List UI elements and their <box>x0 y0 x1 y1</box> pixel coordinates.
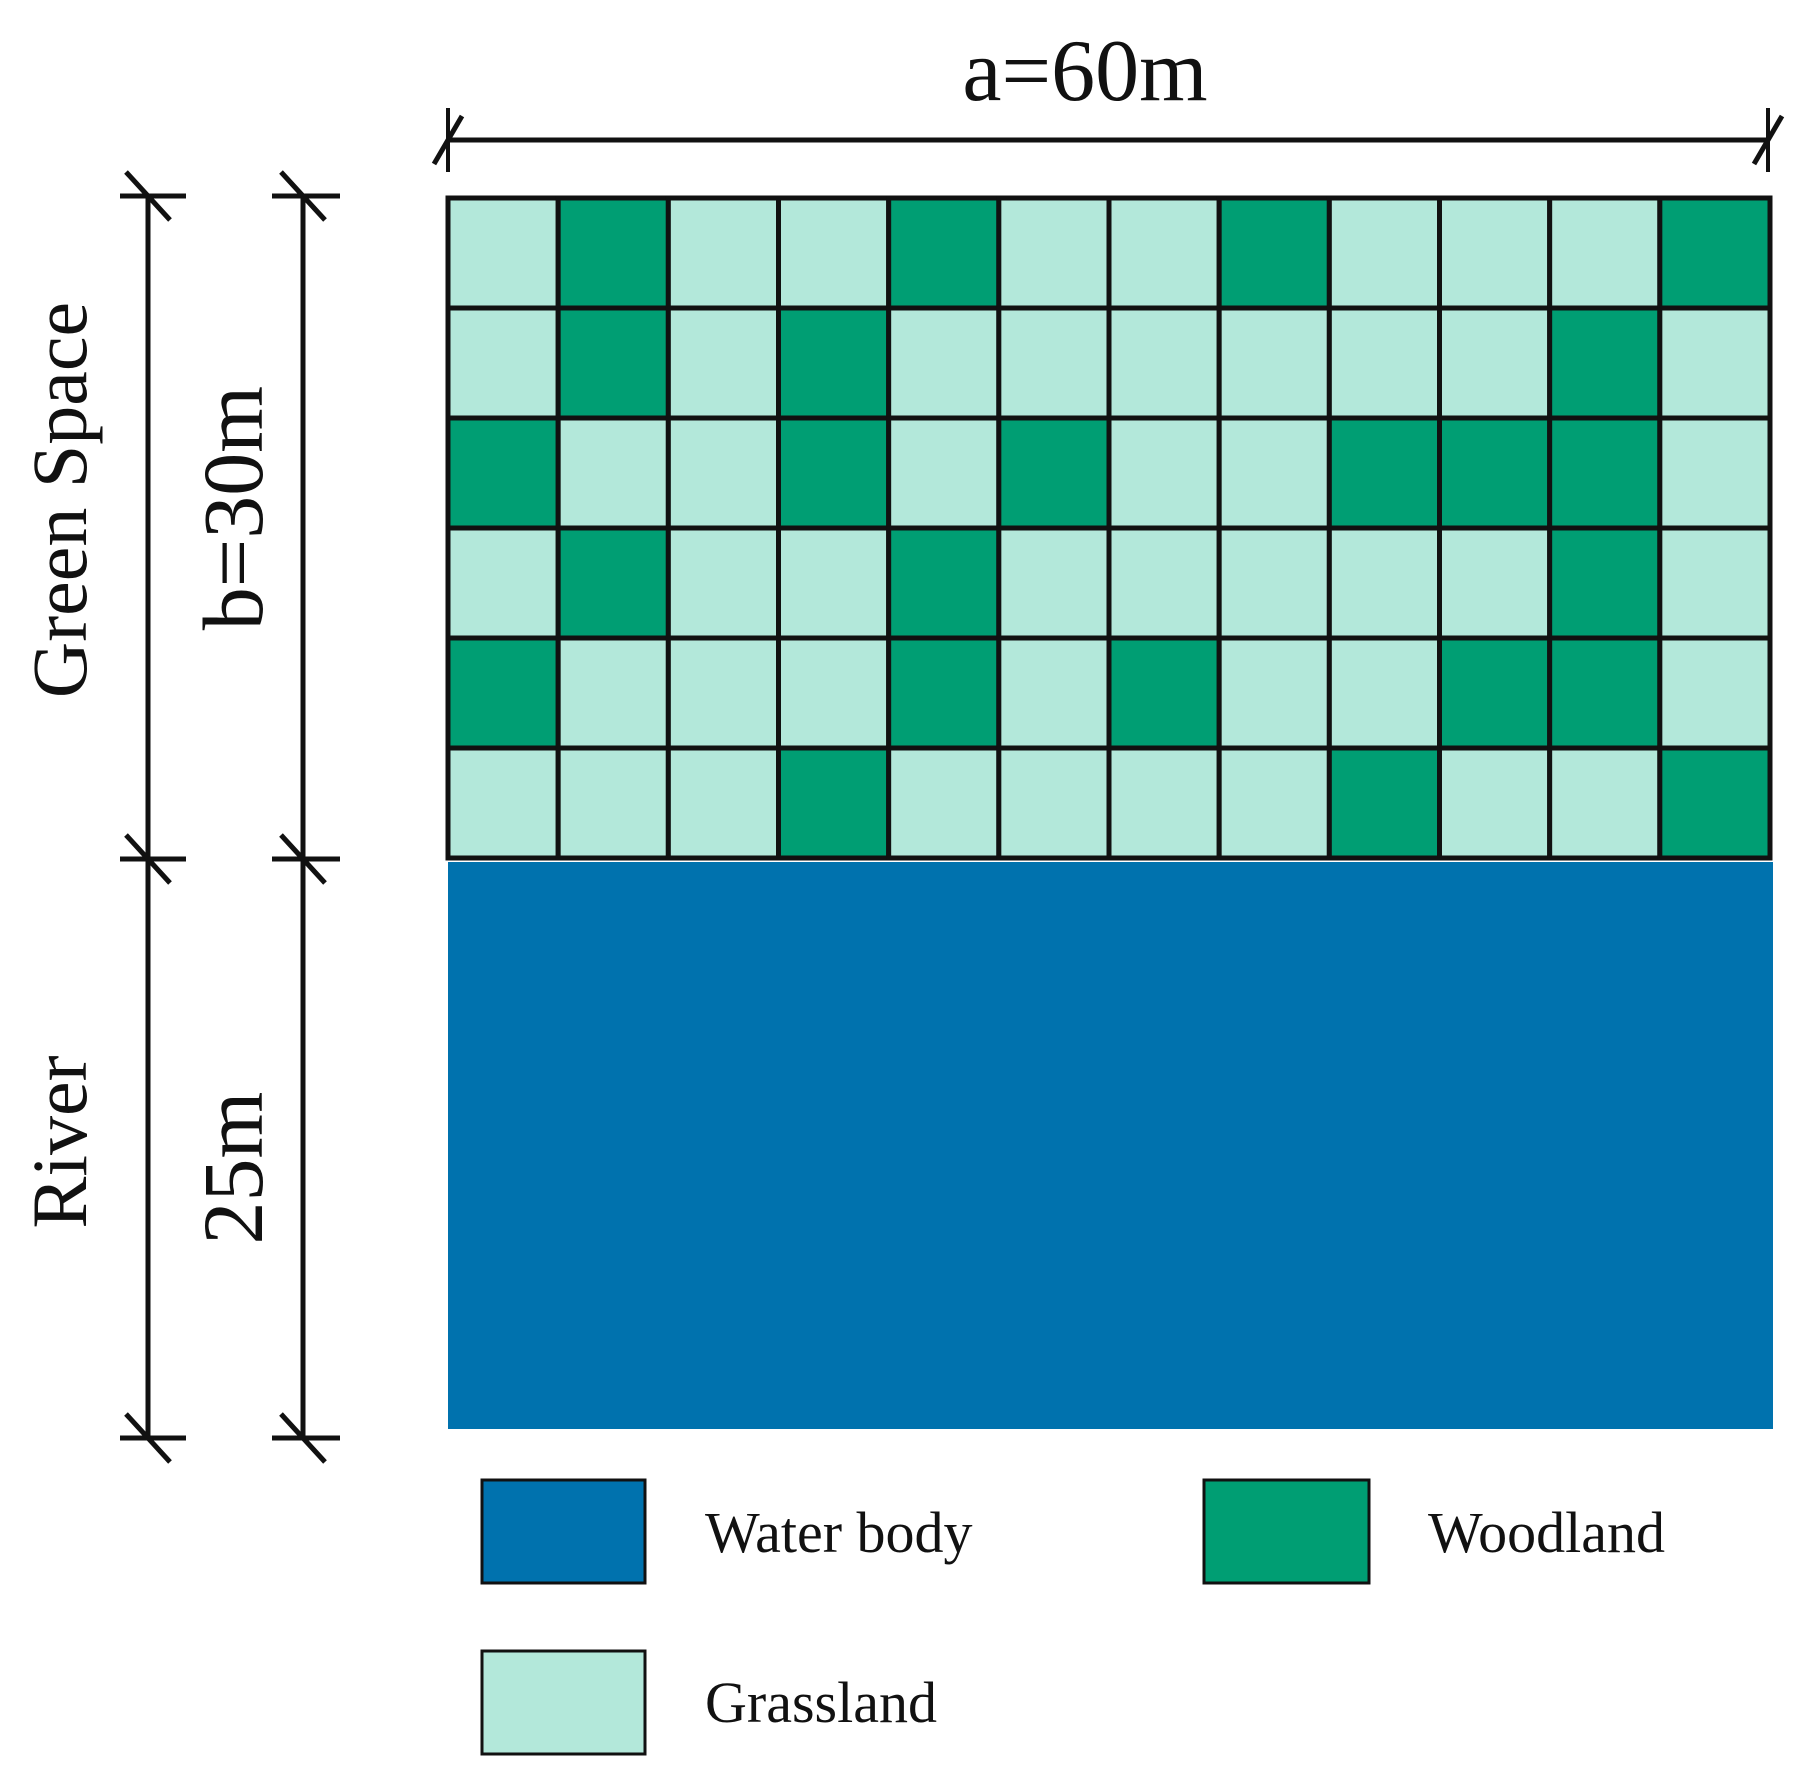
legend-woodland-swatch <box>1202 1478 1371 1585</box>
woodland-cell <box>555 195 671 311</box>
green-height-label: b=30m <box>185 386 281 630</box>
woodland-cell <box>1437 635 1553 751</box>
woodland-cell <box>1437 415 1553 531</box>
green-space-label: Green Space <box>16 302 103 698</box>
woodland-cell <box>1657 745 1773 861</box>
grassland-cell <box>1547 195 1663 311</box>
grassland-cell <box>1216 635 1332 751</box>
woodland-cell <box>776 745 892 861</box>
grassland-cell <box>1437 305 1553 421</box>
land-use-grid <box>445 195 1773 861</box>
grassland-cell <box>996 195 1112 311</box>
grassland-cell <box>1106 525 1222 641</box>
legend: Water body Woodland Grassland <box>480 1478 1665 1756</box>
grassland-cell <box>1106 305 1222 421</box>
grassland-cell <box>445 305 561 421</box>
legend-water-label: Water body <box>705 1500 973 1565</box>
grassland-cell <box>996 305 1112 421</box>
grassland-cell <box>1437 745 1553 861</box>
woodland-cell <box>776 415 892 531</box>
grassland-cell <box>996 525 1112 641</box>
size-dimension: b=30m 25m <box>185 170 340 1464</box>
grassland-cell <box>665 195 782 311</box>
grassland-cell <box>776 635 892 751</box>
grassland-cell <box>1657 635 1773 751</box>
woodland-cell <box>1547 305 1663 421</box>
woodland-cell <box>776 305 892 421</box>
woodland-cell <box>1326 415 1442 531</box>
woodland-cell <box>1547 635 1663 751</box>
grassland-cell <box>1106 745 1222 861</box>
width-dimension: a=60m <box>431 23 1785 172</box>
grassland-cell <box>1547 745 1663 861</box>
zone-dimension-tick-mid <box>124 833 172 885</box>
grassland-cell <box>665 415 782 531</box>
grassland-cell <box>1326 525 1442 641</box>
grassland-cell <box>1657 305 1773 421</box>
grassland-cell <box>1326 195 1442 311</box>
woodland-cell <box>1106 635 1222 751</box>
legend-grassland-label: Grassland <box>705 1670 937 1735</box>
woodland-cell <box>886 635 1002 751</box>
woodland-cell <box>1326 745 1442 861</box>
grassland-cell <box>776 195 892 311</box>
legend-water-swatch <box>480 1478 647 1585</box>
grassland-cell <box>665 635 782 751</box>
grassland-cell <box>1657 525 1773 641</box>
legend-grassland-swatch <box>480 1649 647 1756</box>
river-label: River <box>16 1055 103 1228</box>
grassland-cell <box>1106 415 1222 531</box>
grassland-cell <box>665 745 782 861</box>
woodland-cell <box>555 525 671 641</box>
size-dimension-tick-top <box>279 170 327 222</box>
grassland-cell <box>776 525 892 641</box>
grassland-cell <box>555 745 671 861</box>
grassland-cell <box>886 745 1002 861</box>
grassland-cell <box>1437 525 1553 641</box>
woodland-cell <box>1657 195 1773 311</box>
grassland-cell <box>1326 635 1442 751</box>
woodland-cell <box>1547 525 1663 641</box>
grassland-cell <box>445 525 561 641</box>
size-dimension-tick-bottom <box>279 1412 327 1464</box>
woodland-cell <box>886 525 1002 641</box>
grassland-cell <box>665 525 782 641</box>
woodland-cell <box>445 415 561 531</box>
grassland-cell <box>886 305 1002 421</box>
grassland-cell <box>1216 415 1332 531</box>
grassland-cell <box>996 635 1112 751</box>
woodland-cell <box>996 415 1112 531</box>
river-height-label: 25m <box>185 1092 281 1245</box>
grassland-cell <box>886 415 1002 531</box>
woodland-cell <box>886 195 1002 311</box>
river-water-body <box>448 862 1773 1429</box>
grassland-cell <box>1216 305 1332 421</box>
zone-dimension-tick-bottom <box>124 1412 172 1464</box>
grassland-cell <box>1657 415 1773 531</box>
grassland-cell <box>445 195 561 311</box>
size-dimension-tick-mid <box>279 833 327 885</box>
width-dimension-tick-right <box>1751 114 1785 166</box>
legend-woodland-label: Woodland <box>1428 1500 1665 1565</box>
grassland-cell <box>665 305 782 421</box>
grassland-cell <box>1106 195 1222 311</box>
zone-dimension: Green Space River <box>16 170 186 1464</box>
grassland-cell <box>1216 745 1332 861</box>
grassland-cell <box>555 635 671 751</box>
zone-dimension-tick-top <box>124 170 172 222</box>
woodland-cell <box>555 305 671 421</box>
grassland-cell <box>996 745 1112 861</box>
woodland-cell <box>1216 195 1332 311</box>
grassland-cell <box>555 415 671 531</box>
width-label: a=60m <box>962 23 1207 120</box>
woodland-cell <box>1547 415 1663 531</box>
grassland-cell <box>1326 305 1442 421</box>
woodland-cell <box>445 635 561 751</box>
grassland-cell <box>1216 525 1332 641</box>
width-dimension-tick-left <box>431 114 465 166</box>
grassland-cell <box>445 745 561 861</box>
grassland-cell <box>1437 195 1553 311</box>
